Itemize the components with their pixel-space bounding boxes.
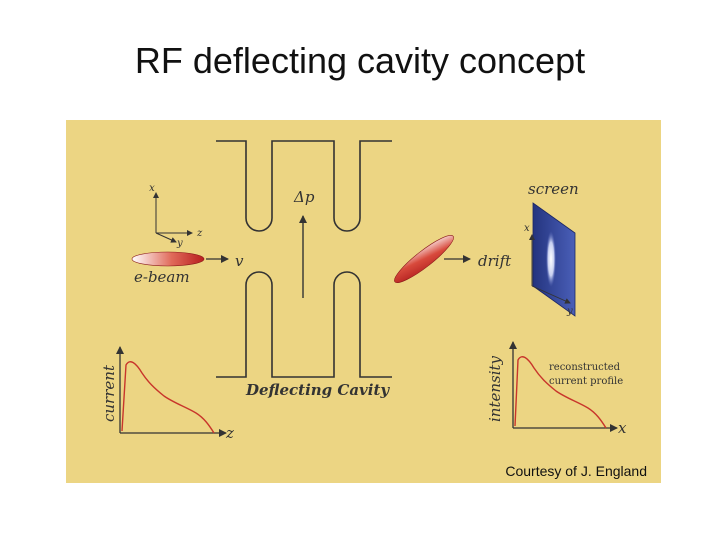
credit-text: Courtesy of J. England — [505, 463, 647, 479]
slide-title: RF deflecting cavity concept — [134, 40, 586, 81]
kick-label: Δp — [293, 188, 315, 206]
electron-beam-bunch — [131, 251, 205, 267]
cavity-label: Deflecting Cavity — [245, 381, 390, 399]
current-plot-axes — [116, 346, 227, 437]
axis-z-label: z — [196, 228, 203, 239]
cavity-upper-wall — [216, 140, 392, 232]
velocity-label: v — [235, 252, 244, 270]
cavity-lower-wall — [216, 271, 392, 378]
current-plot-xlabel: z — [225, 424, 234, 442]
beam-label: e-beam — [134, 268, 190, 286]
screen-axes — [529, 234, 571, 304]
reconstructed-profile-curve — [514, 356, 607, 429]
annotation-line-1: reconstructed — [549, 362, 621, 373]
axis-x-label: x — [149, 183, 155, 194]
cavity-walls — [216, 140, 392, 378]
screen-axis-x-label: x — [524, 223, 530, 234]
screen-beam-image — [546, 231, 556, 287]
coordinate-axes — [153, 192, 193, 243]
drift-label: drift — [478, 252, 512, 270]
screen-axis-y-arrow — [531, 285, 571, 304]
current-profile-curve — [121, 361, 215, 434]
screen-axis-y-label: y — [566, 306, 573, 317]
annotation-line-2: current profile — [549, 376, 623, 387]
axis-y-label: y — [176, 238, 183, 249]
diagram-panel: x z y v e-beam Δp drift screen x y Defle… — [66, 120, 661, 483]
intensity-plot-xlabel: x — [618, 419, 627, 437]
intensity-plot-ylabel: intensity — [486, 355, 504, 422]
axis-y-arrow — [155, 232, 177, 243]
intensity-plot-axes — [509, 341, 618, 432]
screen-label: screen — [528, 180, 579, 198]
current-plot-ylabel: current — [100, 364, 118, 422]
tilted-beam-bunch — [394, 235, 454, 283]
diagram-canvas: x z y v e-beam Δp drift screen x y Defle… — [66, 120, 661, 483]
